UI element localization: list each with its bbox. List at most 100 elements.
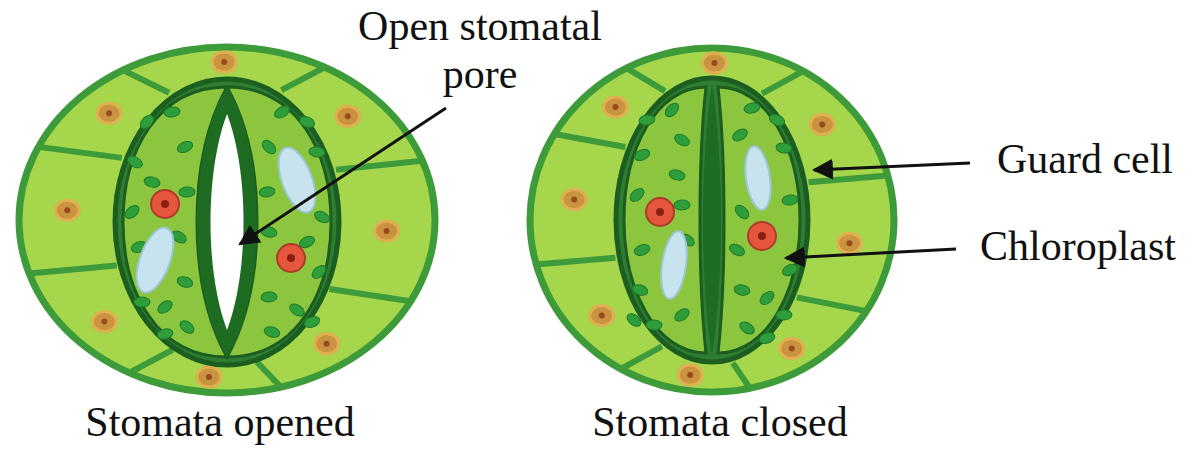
chloroplast [625, 311, 644, 329]
nucleus [315, 334, 339, 354]
nucleus [837, 233, 861, 253]
chloroplast [663, 101, 681, 119]
nucleolus [687, 372, 693, 378]
chloroplast [674, 200, 691, 211]
chloroplast [781, 262, 800, 278]
nucleus [810, 114, 834, 134]
guard-wall [115, 79, 339, 365]
chloroplast [733, 203, 751, 221]
epidermis [19, 47, 435, 393]
cell-wall [38, 147, 121, 158]
figure-caption: Stomata closed [540, 398, 900, 446]
cell-wall [281, 67, 324, 90]
guard-wall [616, 78, 808, 362]
nucleus [678, 365, 702, 385]
part-label: Guard cell [975, 135, 1195, 183]
chloroplast [308, 146, 325, 158]
nucleus [748, 222, 776, 250]
nucleus [212, 52, 236, 72]
chloroplast [310, 263, 329, 281]
nucleolus [64, 207, 70, 213]
leader-arrow [814, 163, 970, 170]
nucleolus [656, 208, 664, 216]
chloroplast [758, 289, 777, 307]
nucleolus [819, 121, 825, 127]
nucleolus [324, 341, 330, 347]
nucleolus [846, 240, 852, 246]
chloroplast [273, 104, 292, 121]
chloroplast [126, 154, 145, 171]
stoma-open [19, 47, 435, 393]
nucleolus [384, 228, 390, 234]
nucleolus [789, 346, 795, 352]
nucleolus [758, 232, 766, 240]
chloroplast [123, 203, 142, 221]
cell-wall [621, 346, 662, 369]
chloroplast [728, 242, 747, 258]
nucleolus [711, 60, 717, 66]
chloroplast [738, 319, 757, 336]
stomatal-pore [211, 114, 244, 330]
chloroplast [156, 298, 175, 315]
nucleus [780, 339, 804, 359]
chloroplast [731, 127, 750, 144]
nucleolus [206, 374, 212, 380]
chloroplast [775, 142, 792, 154]
chloroplasts [625, 101, 800, 346]
leader-arrow [786, 249, 956, 258]
part-label: Open stomatal pore [330, 2, 630, 99]
leader-arrow [240, 108, 446, 244]
nucleus [590, 306, 614, 326]
chloroplast [646, 320, 662, 331]
epidermis [530, 48, 894, 392]
figure-caption: Stomata opened [40, 398, 400, 446]
nucleus [336, 106, 360, 126]
cell-wall [257, 362, 281, 387]
chloroplast [313, 209, 332, 225]
chloroplast [668, 168, 686, 181]
cell-wall [797, 297, 867, 311]
guard-cell-pair [616, 78, 808, 362]
nucleolus [287, 254, 295, 262]
epidermal-cells [536, 53, 888, 388]
nucleus [197, 367, 221, 387]
stoma-closed [530, 48, 894, 392]
nucleus [151, 190, 179, 218]
chloroplast [733, 283, 751, 296]
guard-cell [718, 87, 800, 353]
nucleolus [101, 319, 107, 325]
chloroplast [138, 113, 156, 131]
nucleus [702, 53, 726, 73]
part-label: Chloroplast [962, 222, 1194, 270]
nucleus [55, 200, 79, 220]
nucleolus [599, 313, 605, 319]
closed-pore-wall [703, 84, 721, 356]
nucleolus [571, 197, 577, 203]
epidermal-cells [29, 52, 422, 387]
cell-wall [329, 289, 410, 301]
nucleus [92, 312, 116, 332]
chloroplast [263, 325, 281, 339]
nucleus [603, 97, 627, 117]
chloroplast [260, 138, 278, 156]
chloroplast [633, 243, 651, 258]
chloroplast [143, 175, 161, 188]
chloroplast [163, 106, 180, 118]
chloroplast [768, 112, 787, 127]
chloroplast [298, 114, 317, 129]
nucleus [562, 190, 586, 210]
chloroplast [179, 187, 196, 198]
vacuole [129, 223, 180, 297]
chloroplast [631, 283, 649, 297]
cell-wall [536, 258, 615, 265]
nucleolus [106, 110, 112, 116]
guard-cell-pair [115, 79, 339, 365]
cell-wall [627, 68, 665, 91]
nucleus [646, 198, 674, 226]
chloroplast [134, 297, 150, 308]
chloroplast [176, 139, 195, 155]
chloroplast [628, 186, 647, 204]
chloroplast [673, 132, 692, 149]
cell-wall [29, 265, 116, 273]
